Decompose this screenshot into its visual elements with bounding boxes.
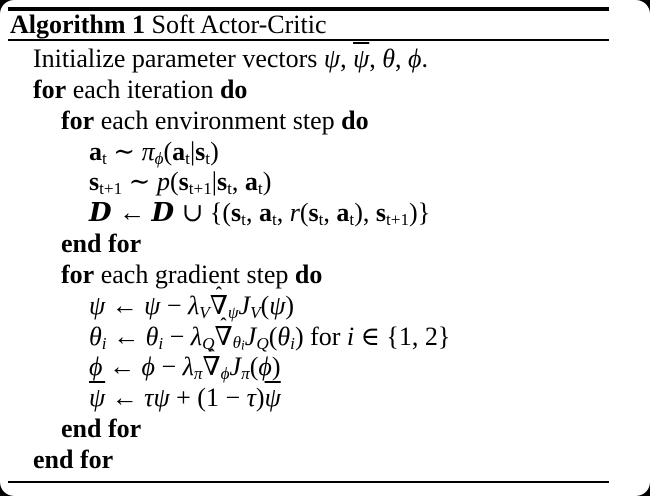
algorithm-line-4: at ∼ πϕ(at|st)	[89, 136, 219, 168]
algorithm-line-12: ψ ← τψ + (1 − τ)ψ	[89, 383, 281, 413]
algorithm-name: Soft Actor-Critic	[151, 10, 327, 39]
algorithm-label: Algorithm 1	[10, 10, 146, 39]
algorithm-line-1: Initialize parameter vectors ψ, ψ, θ, ϕ.	[33, 44, 428, 73]
algorithm-line-14: end for	[33, 444, 114, 474]
title-separator-rule	[8, 39, 609, 41]
algorithm-line-8: for each gradient step do	[61, 259, 323, 289]
algorithm-line-6: D ← D ∪ {(st, at, r(st, at), st+1)}	[89, 198, 431, 229]
algorithm-body: Initialize parameter vectors ψ, ψ, θ, ϕ.…	[0, 44, 650, 476]
bottom-rule	[8, 481, 609, 483]
algorithm-line-3: for each environment step do	[61, 105, 369, 135]
algorithm-line-13: end for	[61, 414, 142, 444]
algorithm-line-7: end for	[61, 229, 142, 259]
algorithm-line-5: st+1 ∼ p(st+1|st, at)	[89, 167, 272, 199]
algorithm-title: Algorithm 1 Soft Actor-Critic	[10, 11, 327, 39]
top-rule	[8, 7, 609, 11]
algorithm-line-2: for each iteration do	[33, 74, 248, 104]
